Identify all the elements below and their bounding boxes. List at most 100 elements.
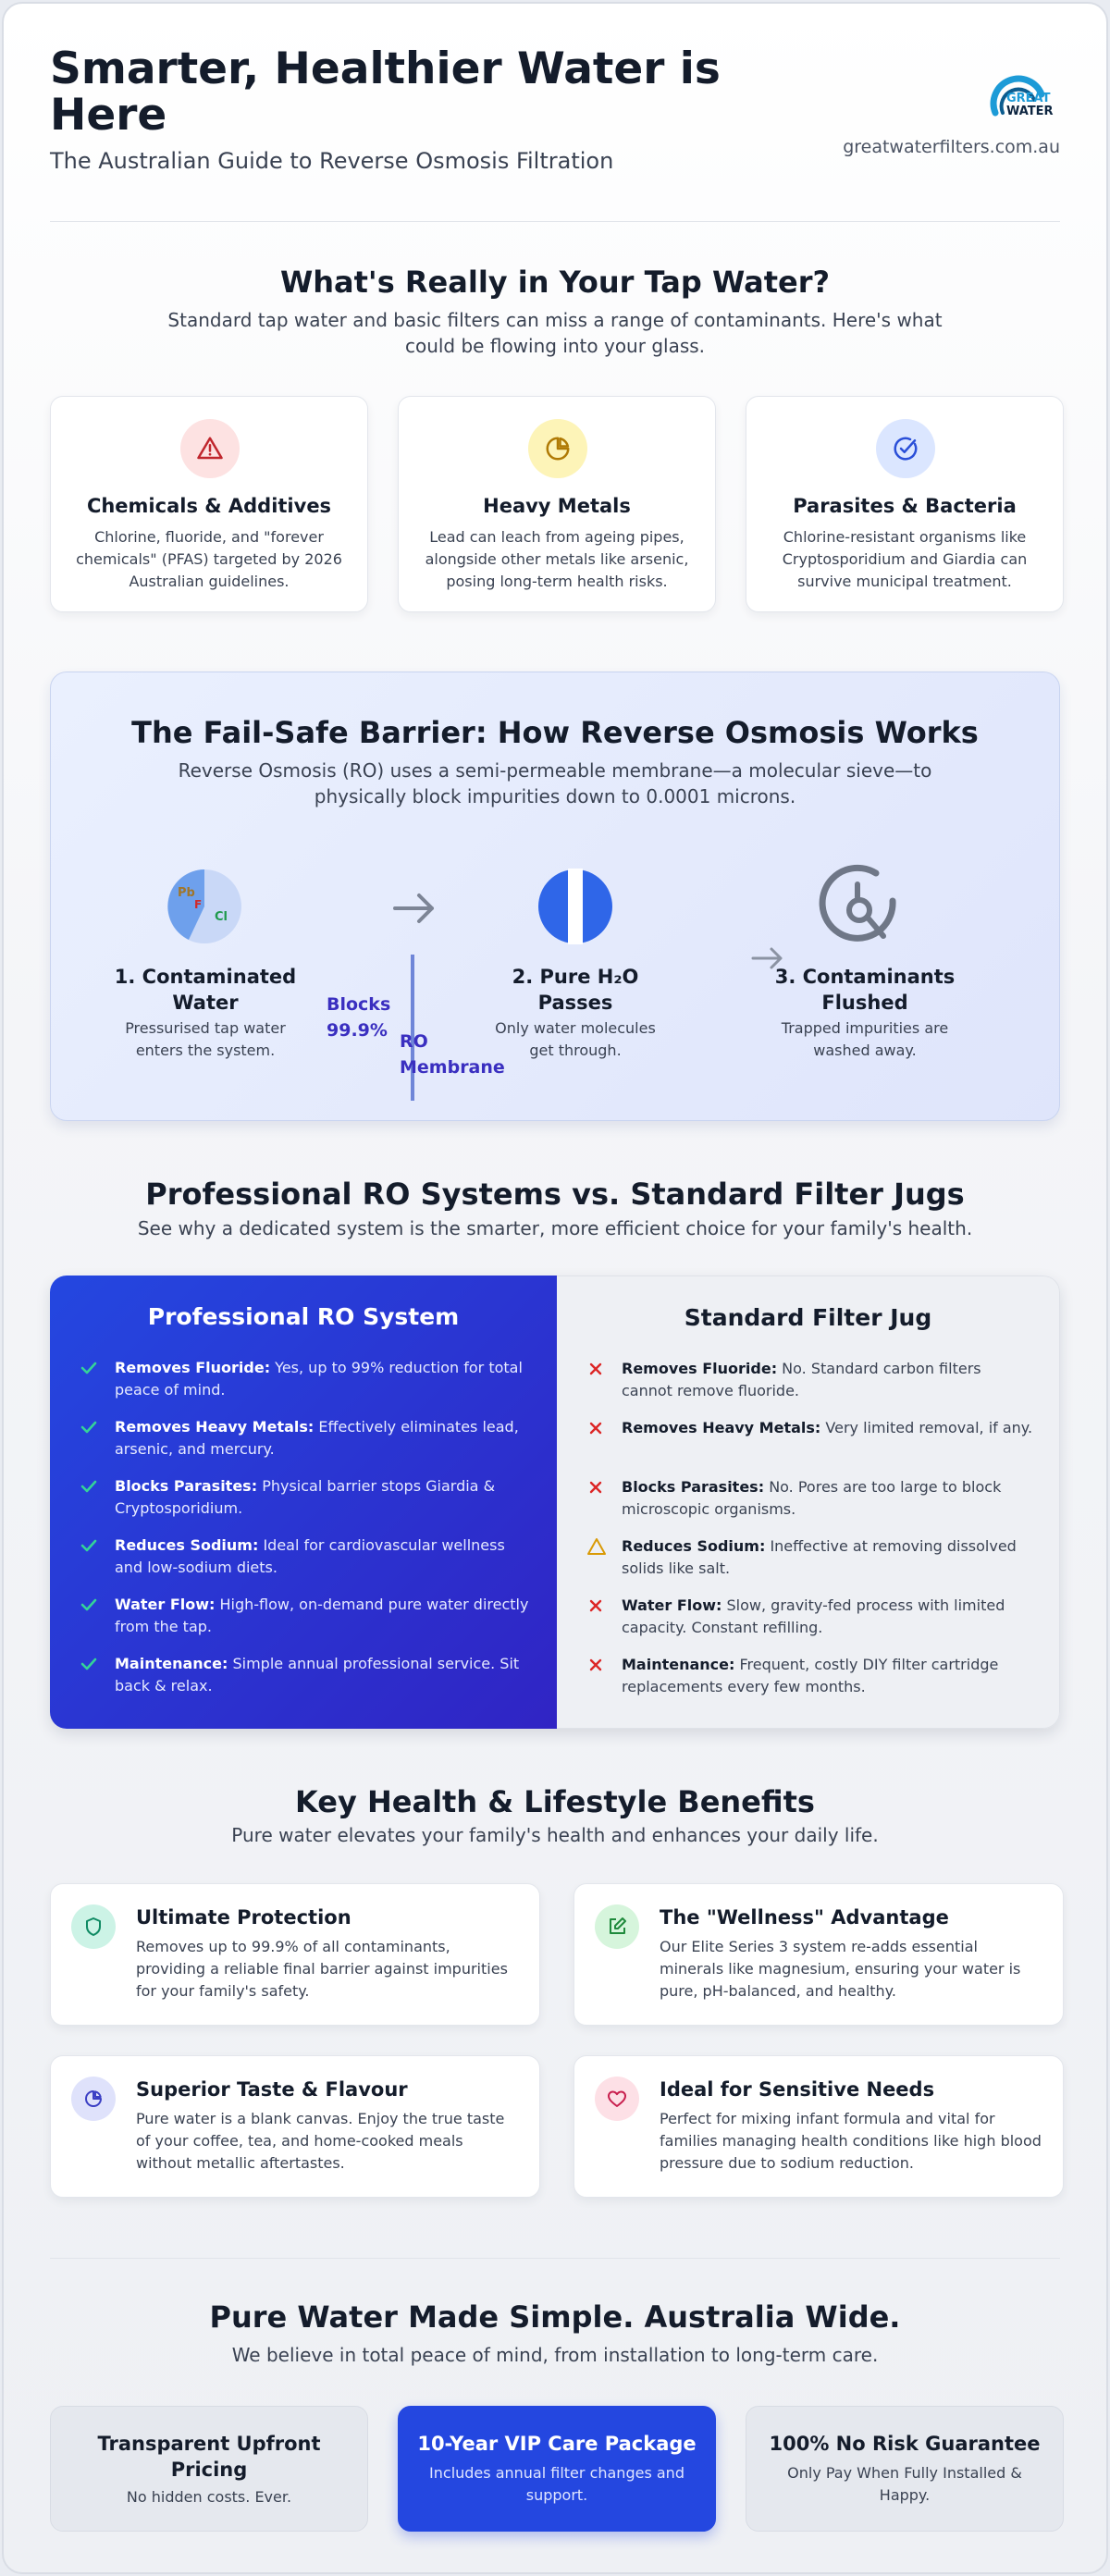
comparison-row-text: Removes Heavy Metals: Effectively elimin… [115,1416,531,1461]
ro-step-2: 2. Pure H₂O Passes Only water molecules … [486,964,665,1062]
comparison-row: Water Flow: Slow, gravity-fed process wi… [586,1595,1033,1639]
membrane-label-line2: Membrane [400,1057,505,1078]
logo-text-great: GREAT [1006,92,1051,105]
benefit-title: Ultimate Protection [136,1906,352,1929]
ro-membrane-line [411,955,414,1101]
comparison-row-label: Removes Fluoride: [115,1359,271,1376]
contaminant-card-chemicals: Chemicals & Additives Chlorine, fluoride… [50,396,368,612]
ro-title: The Fail-Safe Barrier: How Reverse Osmos… [131,715,979,750]
contaminant-card-desc: Lead can leach from ageing pipes, alongs… [425,528,689,590]
tap-section-title: What's Really in Your Tap Water? [279,265,831,300]
ro-step-1: 1. Contaminated Water Pressurised tap wa… [105,964,306,1062]
ro-step-3: 3. Contaminants Flushed Trapped impuriti… [763,964,967,1062]
comparison-row-label: Blocks Parasites: [115,1477,258,1495]
check-icon [80,1653,115,1697]
benefits-title: Key Health & Lifestyle Benefits [295,1784,815,1819]
cross-icon [586,1358,622,1402]
chlorine-label: Cl [215,910,228,924]
comparison-row-text: Maintenance: Frequent, costly DIY filter… [622,1654,1033,1698]
ro-step-desc: Only water molecules get through. [495,1019,656,1059]
pure-water-icon [538,869,612,944]
check-icon [80,1535,115,1579]
header-divider [50,221,1060,222]
comparison-row-label: Water Flow: [622,1596,722,1614]
contaminant-card-metals: Heavy Metals Lead can leach from ageing … [398,396,716,612]
contaminant-card-desc: Chlorine, fluoride, and "forever chemica… [76,528,342,590]
benefit-title: Ideal for Sensitive Needs [660,2078,935,2101]
tile-desc: Includes annual filter changes and suppo… [429,2464,684,2504]
comparison-row: Removes Heavy Metals: Very limited remov… [586,1417,1033,1441]
check-icon [80,1416,115,1461]
filter-jug-heading: Standard Filter Jug [684,1304,932,1331]
ro-step-desc: Pressurised tap water enters the system. [125,1019,286,1059]
contaminant-card-parasites: Parasites & Bacteria Chlorine-resistant … [746,396,1064,612]
tile-title: Transparent Upfront Pricing [97,2433,321,2481]
comparison-row: Removes Fluoride: No. Standard carbon fi… [586,1358,1033,1402]
comparison-row-label: Maintenance: [622,1656,735,1673]
benefits-subtitle: Pure water elevates your family's health… [231,1824,879,1846]
benefit-desc: Pure water is a blank canvas. Enjoy the … [136,2110,505,2172]
ro-step-desc: Trapped impurities are washed away. [781,1019,949,1059]
comparison-row-label: Reduces Sodium: [622,1537,766,1555]
comparison-row-label: Blocks Parasites: [622,1478,765,1496]
benefit-card-sensitive: Ideal for Sensitive Needs Perfect for mi… [574,2055,1064,2198]
blocks-stat: Blocks 99.9% [327,992,390,1043]
comparison-row-detail: Frequent, costly DIY filter cartridge re… [622,1656,999,1695]
contaminant-card-title: Heavy Metals [483,495,631,517]
comparison-row: Blocks Parasites: Physical barrier stops… [80,1475,531,1520]
ro-step-title: 3. Contaminants Flushed [774,966,956,1014]
check-icon [80,1357,115,1401]
contaminated-water-icon: Pb F Cl [167,869,241,943]
comparison-row-label: Removes Fluoride: [622,1360,778,1377]
comparison-row-text: Removes Heavy Metals: Very limited remov… [622,1417,1032,1441]
cross-icon [586,1654,622,1698]
tile-vip-care: 10-Year VIP Care Package Includes annual… [398,2406,716,2532]
comparison-row-text: Removes Fluoride: No. Standard carbon fi… [622,1358,1033,1402]
ro-step-title: 1. Contaminated Water [114,966,297,1014]
benefit-title: The "Wellness" Advantage [660,1906,949,1929]
tile-transparent-pricing: Transparent Upfront Pricing No hidden co… [50,2406,368,2532]
warning-triangle-icon [180,419,240,478]
comparison-row-detail: Physical barrier stops Giardia & Cryptos… [115,1477,496,1517]
tile-desc: Only Pay When Fully Installed & Happy. [787,2464,1022,2504]
comparison-title: Professional RO Systems vs. Standard Fil… [145,1177,965,1212]
lead-label: Pb [178,886,195,900]
warning-triangle-icon [586,1535,622,1580]
comparison-row-text: Water Flow: High-flow, on-demand pure wa… [115,1594,531,1638]
pie-chart-icon [528,419,587,478]
benefit-title: Superior Taste & Flavour [136,2078,408,2101]
benefit-card-protection: Ultimate Protection Removes up to 99.9% … [50,1883,540,2026]
page-subtitle: The Australian Guide to Reverse Osmosis … [50,148,614,174]
ro-system-column: Professional RO System Removes Fluoride:… [50,1276,557,1729]
comparison-subtitle: See why a dedicated system is the smarte… [137,1217,973,1239]
ro-system-heading: Professional RO System [147,1303,460,1330]
comparison-row-detail: Slow, gravity-fed process with limited c… [622,1596,1005,1636]
comparison-row: Maintenance: Frequent, costly DIY filter… [586,1654,1033,1698]
benefit-card-taste: Superior Taste & Flavour Pure water is a… [50,2055,540,2198]
comparison-row-detail: Very limited removal, if any. [820,1419,1033,1436]
pie-chart-icon [71,2077,116,2121]
ro-subtitle: Reverse Osmosis (RO) uses a semi-permeab… [178,759,932,807]
benefit-card-wellness: The "Wellness" Advantage Our Elite Serie… [574,1883,1064,2026]
closing-subtitle: We believe in total peace of mind, from … [231,2344,879,2366]
comparison-row: Removes Heavy Metals: Effectively elimin… [80,1416,531,1461]
heart-icon [595,2077,639,2121]
comparison-row-text: Water Flow: Slow, gravity-fed process wi… [622,1595,1033,1639]
benefit-desc: Perfect for mixing infant formula and vi… [660,2110,1042,2172]
fluoride-label: F [194,898,202,911]
arrow-right-icon [751,947,783,969]
comparison-row-text: Reduces Sodium: Ideal for cardiovascular… [115,1535,531,1579]
website-link[interactable]: greatwaterfilters.com.au [843,137,1060,157]
page-header: Smarter, Healthier Water is Here The Aus… [50,46,1060,185]
ro-membrane-label: RO Membrane [400,1029,505,1080]
filter-jug-column: Standard Filter Jug Removes Fluoride: No… [557,1276,1060,1729]
comparison-row-label: Reduces Sodium: [115,1536,259,1554]
cross-icon [586,1476,622,1521]
comparison-row-text: Maintenance: Simple annual professional … [115,1653,531,1697]
comparison-table: Professional RO System Removes Fluoride:… [50,1276,1060,1729]
edit-icon [595,1904,639,1949]
comparison-row-detail: Ineffective at removing dissolved solids… [622,1537,1017,1577]
comparison-row-detail: Effectively eliminates lead, arsenic, an… [115,1418,519,1458]
comparison-row-detail: Ideal for cardiovascular wellness and lo… [115,1536,505,1576]
